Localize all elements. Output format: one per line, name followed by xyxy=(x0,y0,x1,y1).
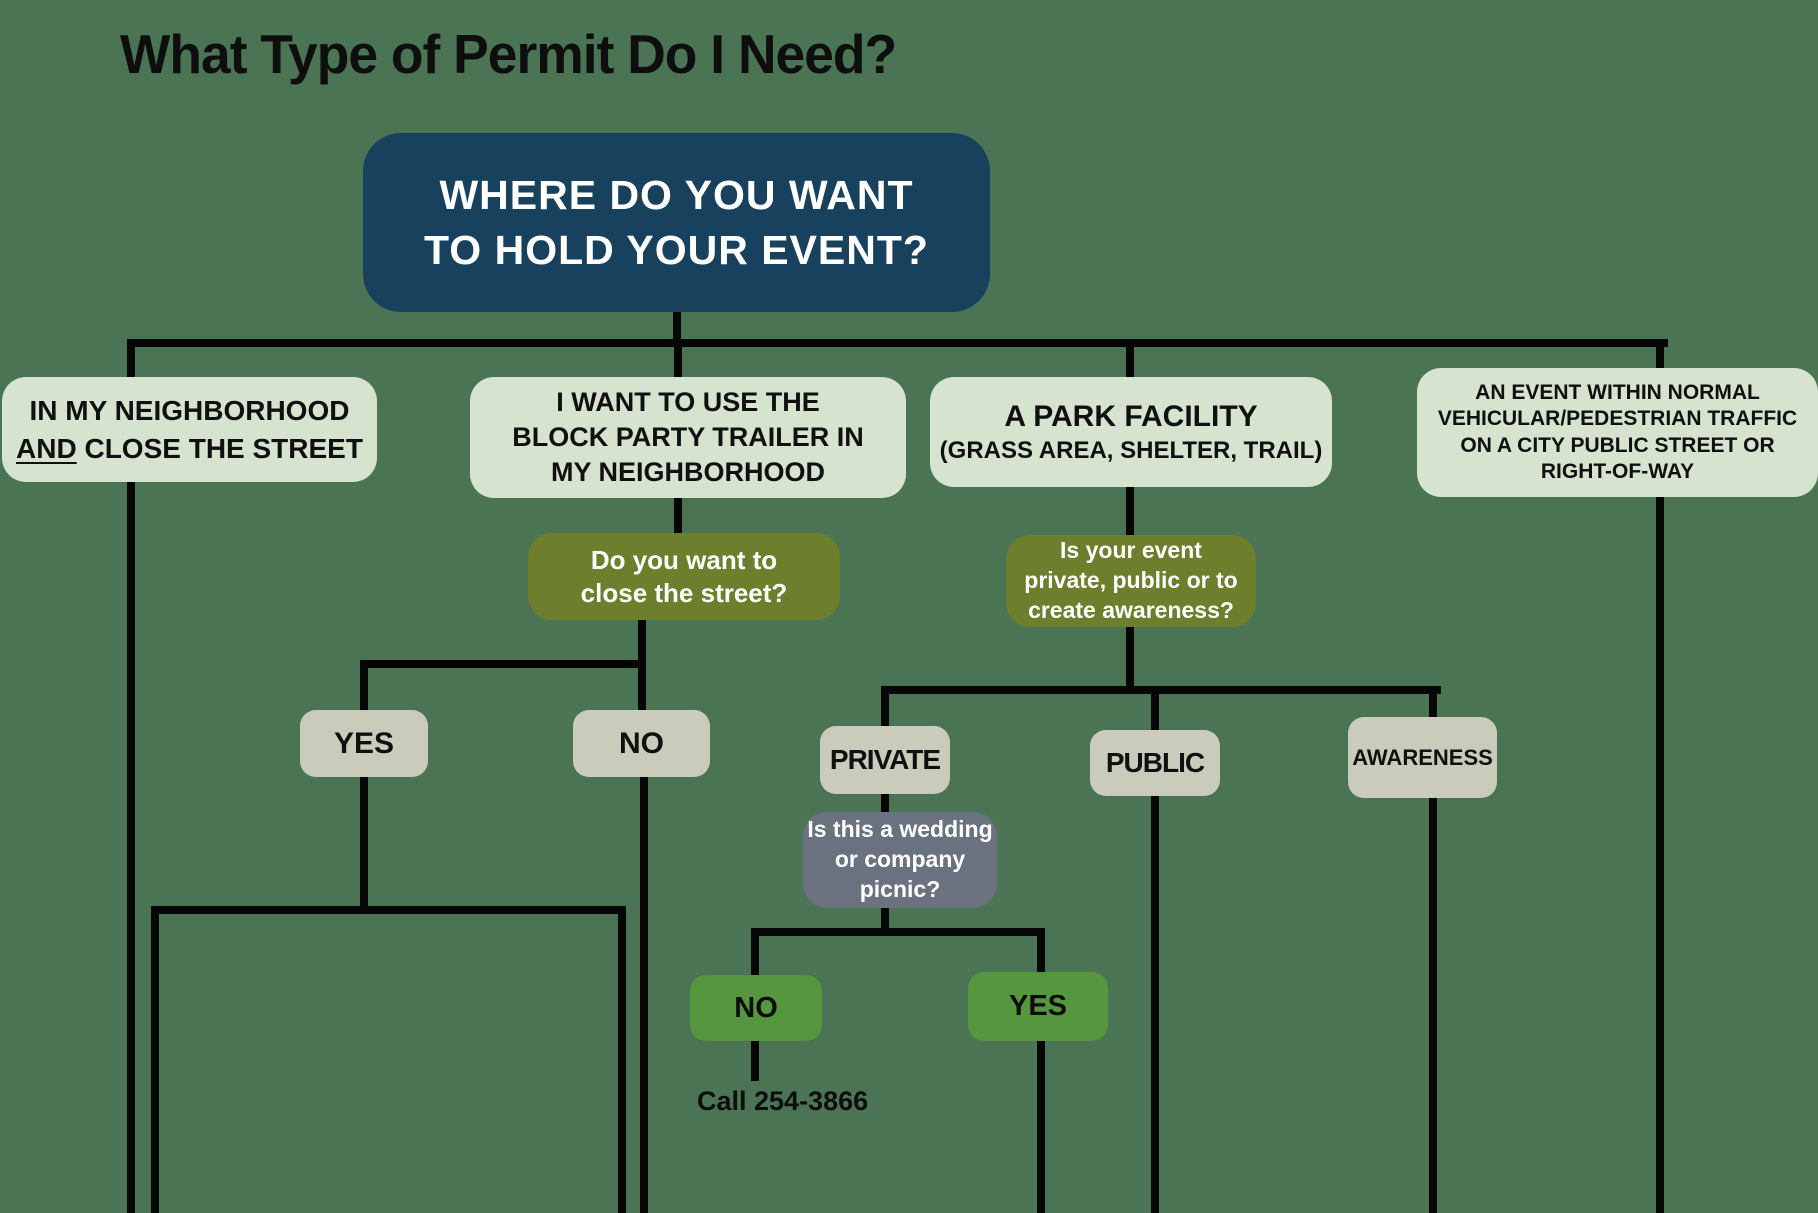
connector-wedding-no-drop xyxy=(751,928,759,980)
branch-neighborhood-line2-rest: CLOSE THE STREET xyxy=(76,432,363,464)
connector-wedding-exit xyxy=(881,904,889,934)
connector-street-no-exit xyxy=(640,773,648,1213)
branch-park-line1: A PARK FACILITY xyxy=(1004,400,1258,434)
connector-main-horizontal xyxy=(127,339,1668,347)
connector-pi-right-vertical xyxy=(618,906,626,1213)
connector-wedding-no-exit xyxy=(751,1038,759,1081)
connector-awareness-drop xyxy=(1429,686,1437,726)
branch-neighborhood-line2: AND CLOSE THE STREET xyxy=(16,430,363,468)
connector-street-yes-drop xyxy=(360,660,368,716)
root-question-box: WHERE DO YOU WANT TO HOLD YOUR EVENT? xyxy=(363,133,990,312)
branch-street-event-box: AN EVENT WITHIN NORMAL VEHICULAR/PEDESTR… xyxy=(1417,368,1818,497)
answer-street-no-box: NO xyxy=(573,710,710,777)
connector-street-yes-exit xyxy=(360,773,368,914)
question-event-type-box: Is your event private, public or to crea… xyxy=(1006,535,1256,627)
root-question-line1: WHERE DO YOU WANT xyxy=(439,172,914,219)
question-wedding-box: Is this a wedding or company picnic? xyxy=(803,812,997,908)
connector-private-exit xyxy=(881,790,889,820)
connector-wedding-yes-drop xyxy=(1037,928,1045,978)
connector-private-drop xyxy=(881,686,889,734)
answer-awareness-box: AWARENESS xyxy=(1348,717,1497,798)
branch-street-event-line4: RIGHT-OF-WAY xyxy=(1540,459,1695,483)
connector-street-children-horizontal xyxy=(360,660,646,668)
answer-street-yes-box: YES xyxy=(300,710,428,777)
question-wedding-line1: Is this a wedding xyxy=(807,816,993,843)
question-event-type-line2: private, public or to xyxy=(1024,567,1238,594)
connector-wedding-children-horizontal xyxy=(751,928,1045,936)
branch-block-party-line3: MY NEIGHBORHOOD xyxy=(550,457,826,488)
question-close-street-line1: Do you want to xyxy=(590,545,778,575)
branch-street-event-line1: AN EVENT WITHIN NORMAL xyxy=(1475,381,1760,404)
branch-block-party-box: I WANT TO USE THE BLOCK PARTY TRAILER IN… xyxy=(470,377,906,498)
branch-neighborhood-line1: IN MY NEIGHBORHOOD xyxy=(29,394,350,426)
branch-park-box: A PARK FACILITY (GRASS AREA, SHELTER, TR… xyxy=(930,377,1332,487)
answer-wedding-yes-box: YES xyxy=(968,972,1108,1041)
branch-block-party-line1: I WANT TO USE THE xyxy=(556,386,820,417)
branch-block-party-line2: BLOCK PARTY TRAILER IN xyxy=(512,421,864,452)
connector-pi-left-vertical xyxy=(151,906,159,1213)
answer-wedding-no-box: NO xyxy=(690,975,822,1041)
connector-event-type-exit xyxy=(1126,622,1134,694)
branch-neighborhood-box: IN MY NEIGHBORHOOD AND CLOSE THE STREET xyxy=(2,377,377,482)
root-question-line2: TO HOLD YOUR EVENT? xyxy=(424,226,929,273)
answer-public-box: PUBLIC xyxy=(1090,730,1220,796)
branch-park-line2: (GRASS AREA, SHELTER, TRAIL) xyxy=(939,436,1323,464)
question-wedding-line3: picnic? xyxy=(859,875,941,902)
and-underlined: AND xyxy=(16,432,77,464)
page-title: What Type of Permit Do I Need? xyxy=(120,23,897,85)
connector-branch4-vertical xyxy=(1656,339,1664,1213)
call-phone-outcome: Call 254-3866 xyxy=(697,1086,869,1116)
connector-public-drop xyxy=(1151,686,1159,738)
answer-private-box: PRIVATE xyxy=(820,726,950,794)
connector-park-children-horizontal xyxy=(881,686,1441,694)
question-event-type-line1: Is your event xyxy=(1060,537,1202,564)
question-close-street-line2: close the street? xyxy=(580,577,788,608)
question-wedding-line2: or company xyxy=(834,846,966,873)
question-event-type-line3: create awareness? xyxy=(1028,596,1234,623)
connector-wedding-yes-exit xyxy=(1037,1038,1045,1213)
question-close-street-box: Do you want to close the street? xyxy=(528,533,840,620)
connector-branch1-vertical xyxy=(127,339,135,1213)
connector-pi-horizontal xyxy=(151,906,626,914)
connector-awareness-exit xyxy=(1429,794,1437,1213)
connector-root-drop xyxy=(673,308,681,347)
branch-street-event-line3: ON A CITY PUBLIC STREET OR xyxy=(1460,433,1775,457)
branch-street-event-line2: VEHICULAR/PEDESTRIAN TRAFFIC xyxy=(1437,407,1798,431)
connector-public-exit xyxy=(1151,792,1159,1213)
